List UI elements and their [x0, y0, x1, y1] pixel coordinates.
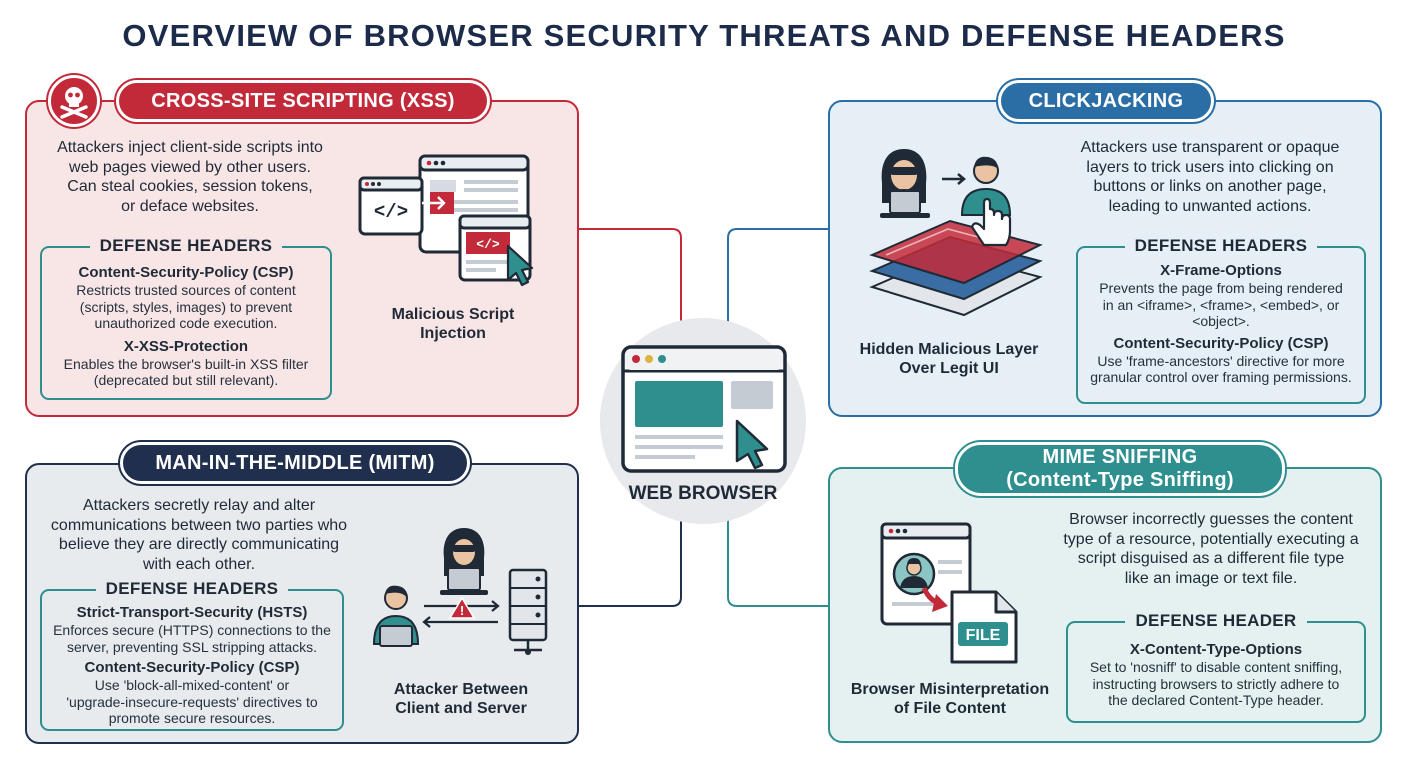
mime-sniffing-icon: FILE	[880, 522, 1018, 664]
xss-header-desc: Restricts trusted sources of content(scr…	[76, 282, 296, 331]
xss-header-name: Content-Security-Policy (CSP)	[78, 264, 294, 281]
web-browser-label: WEB BROWSER	[628, 483, 778, 504]
file-label: FILE	[966, 627, 1001, 644]
xss-header-name: X-XSS-Protection	[123, 337, 249, 355]
xss-header-desc: Enables the browser's built-in XSS filte…	[63, 355, 309, 389]
clickjacking-defense-title: DEFENSE HEADERS	[1124, 236, 1318, 255]
mitm-defense-box: DEFENSE HEADERS Strict-Transport-Securit…	[40, 579, 344, 731]
mitm-defense-title: DEFENSE HEADERS	[95, 579, 289, 598]
mime-title-pill: MIME SNIFFING(Content-Type Sniffing)	[955, 442, 1285, 496]
mime-defense-box: DEFENSE HEADER X-Content-Type-Options Se…	[1066, 611, 1366, 723]
mitm-header-desc: Enforces secure (HTTPS) connections to t…	[53, 622, 331, 655]
xss-description: Attackers inject client-side scripts int…	[57, 139, 323, 215]
clickjacking-header-name: X-Frame-Options	[1160, 262, 1282, 279]
mime-defense-title: DEFENSE HEADER	[1125, 611, 1307, 630]
clickjacking-header-name: Content-Security-Policy (CSP)	[1113, 334, 1329, 352]
clickjacking-header-desc: Use 'frame-ancestors' directive for more…	[1090, 352, 1352, 386]
code-tag-icon: </>	[476, 237, 500, 252]
mitm-title-pill: MAN-IN-THE-MIDDLE (MITM)	[120, 442, 470, 484]
xss-defense-title: DEFENSE HEADERS	[89, 236, 283, 255]
page-title: OVERVIEW OF BROWSER SECURITY THREATS AND…	[122, 18, 1286, 53]
mime-header-desc: Set to 'nosniff' to disable content snif…	[1089, 659, 1343, 708]
xss-defense-box: DEFENSE HEADERS Content-Security-Policy …	[40, 236, 332, 400]
attacker-between-icon: !	[372, 528, 548, 655]
svg-text:!: !	[460, 603, 464, 618]
clickjacking-title-pill: CLICKJACKING	[998, 80, 1214, 122]
mitm-header-name: Content-Security-Policy (CSP)	[84, 659, 300, 676]
mitm-header-name: Strict-Transport-Security (HSTS)	[76, 604, 308, 621]
script-injection-icon: </> </>	[358, 154, 534, 287]
mitm-header-desc: Use 'block-all-mixed-content' or'upgrade…	[66, 677, 318, 726]
browser-window-icon	[621, 345, 787, 473]
hidden-layer-icon	[869, 149, 1043, 317]
clickjacking-defense-box: DEFENSE HEADERS X-Frame-Options Prevents…	[1076, 236, 1366, 404]
code-tag-icon: </>	[374, 201, 408, 223]
xss-title-pill: CROSS-SITE SCRIPTING (XSS)	[116, 80, 490, 122]
skull-icon	[48, 75, 100, 127]
mitm-panel	[25, 463, 579, 744]
mime-header-name: X-Content-Type-Options	[1129, 641, 1303, 658]
